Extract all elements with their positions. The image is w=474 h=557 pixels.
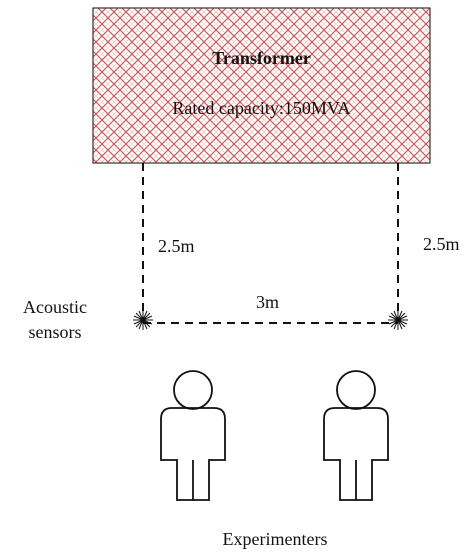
rated-capacity-label: Rated capacity:150MVA: [172, 98, 351, 118]
right-distance-label: 2.5m: [423, 234, 460, 254]
sensors-label-line2: sensors: [28, 322, 82, 342]
right-person-icon: [323, 370, 389, 501]
sensors-label-line1: Acoustic: [23, 297, 87, 317]
left-distance-label: 2.5m: [158, 236, 195, 256]
transformer-box: [92, 7, 431, 164]
horizontal-distance-label: 3m: [256, 292, 280, 312]
experimenters-label: Experimenters: [222, 529, 328, 549]
right-burst-icon: [388, 310, 408, 330]
left-person-icon: [160, 370, 226, 501]
left-burst-icon: [133, 310, 153, 330]
transformer-title: Transformer: [212, 48, 311, 68]
